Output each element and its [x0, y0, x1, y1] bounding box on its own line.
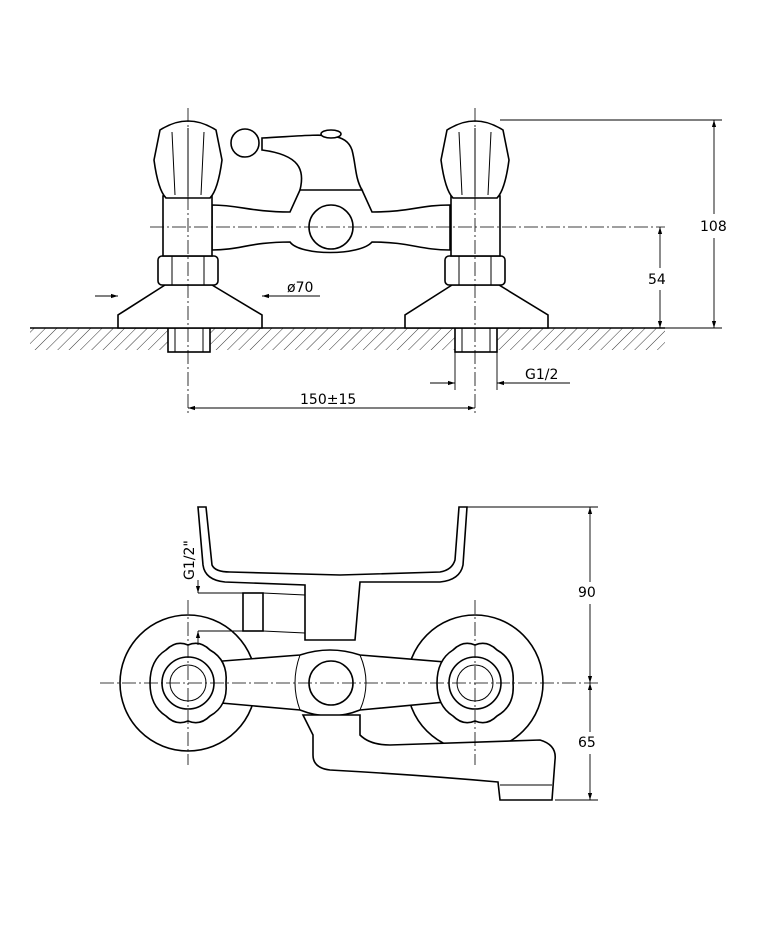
- left-valve-body: [162, 195, 213, 257]
- shower-bracket: [197, 506, 468, 641]
- dim-axis-distance: 150±15: [300, 392, 356, 408]
- dim-spout-height: 65: [578, 735, 596, 751]
- left-flange: [117, 284, 263, 329]
- wall-hatching: [30, 328, 665, 350]
- left-inlet-pipe: [167, 327, 211, 353]
- dim-flange-diameter: ø70: [287, 280, 313, 296]
- spout: [301, 714, 557, 801]
- front-view: 108 54 ø70 G1/2 150±15: [30, 108, 730, 415]
- top-view: 90 65 G1/2": [100, 506, 606, 801]
- right-valve-body: [450, 195, 501, 257]
- right-inlet-pipe: [454, 327, 498, 353]
- dim-axis-height: 54: [648, 272, 666, 288]
- dim-side-thread: G1/2": [182, 540, 198, 580]
- shower-outlet: [242, 592, 264, 632]
- right-flange: [404, 284, 549, 329]
- diverter-lever: [261, 134, 364, 191]
- dim-total-height: 108: [700, 219, 727, 235]
- dim-upper-height: 90: [578, 585, 596, 601]
- lever-ball: [230, 128, 260, 158]
- dim-thread: G1/2: [525, 367, 558, 383]
